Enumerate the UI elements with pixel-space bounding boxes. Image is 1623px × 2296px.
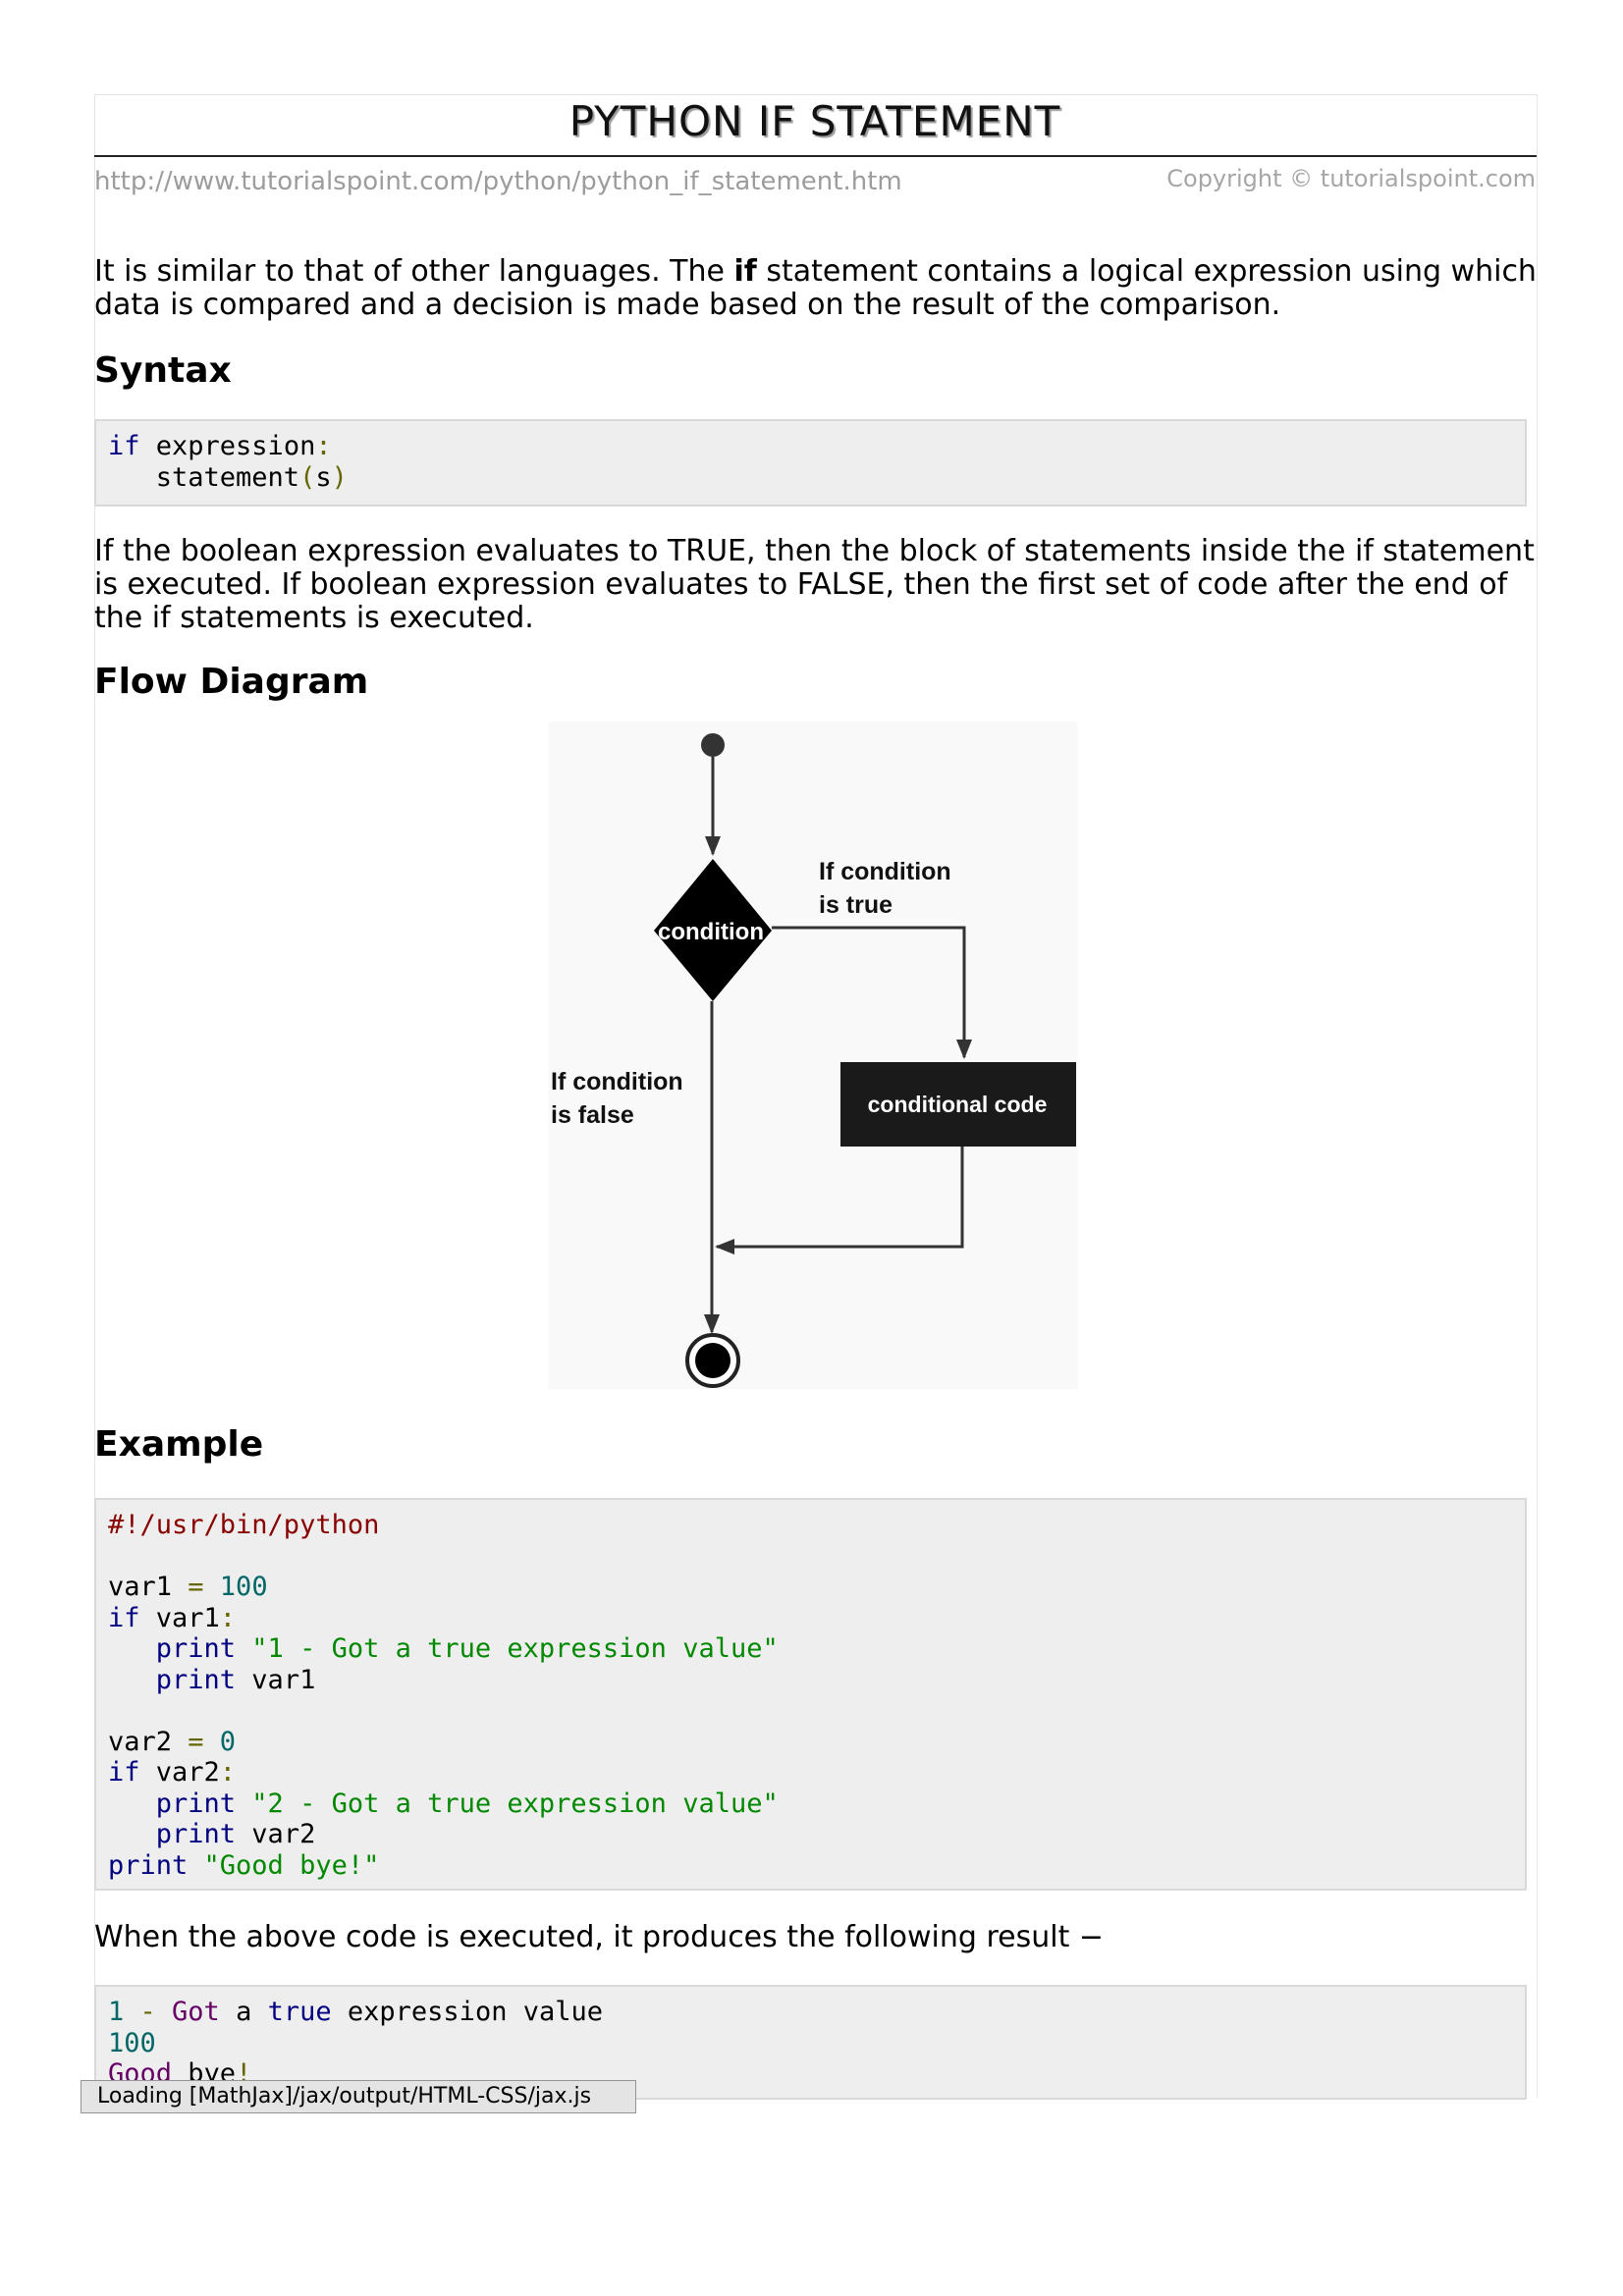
explanation-paragraph: If the boolean expression evaluates to T… (94, 534, 1535, 635)
action-box (840, 1062, 1076, 1147)
code-token: : (219, 1757, 237, 1788)
syntax-code-block: if expression: statement(s) (94, 419, 1527, 507)
true-branch-arrow (772, 926, 972, 1059)
code-token: a (219, 1997, 268, 2027)
code-line: if var1: (108, 1603, 1525, 1634)
code-line: 100 (108, 2028, 1525, 2059)
flow-diagram-heading: Flow Diagram (94, 662, 369, 702)
code-token: var2 (236, 1819, 316, 1849)
code-token: "Good bye!" (188, 1849, 380, 1881)
false-label-line1: If condition (551, 1068, 683, 1095)
code-line: var1 = 100 (108, 1572, 1525, 1603)
code-token: ( (299, 461, 316, 493)
merge-arrow (715, 1147, 964, 1255)
code-token: = (188, 1726, 204, 1757)
code-token: 100 (203, 1572, 268, 1602)
intro-keyword: if (733, 254, 757, 289)
intro-paragraph: It is similar to that of other languages… (94, 255, 1538, 322)
decision-diamond (654, 859, 772, 1001)
code-line: print var2 (108, 1819, 1525, 1850)
result-intro-paragraph: When the above code is executed, it prod… (94, 1920, 1105, 1954)
start-node (701, 733, 725, 757)
code-line (108, 1695, 1525, 1727)
code-token: "1 - Got a true expression value" (236, 1633, 779, 1664)
code-line: if expression: (108, 431, 1525, 462)
code-line: statement(s) (108, 462, 1525, 494)
code-line: print "Good bye!" (108, 1850, 1525, 1882)
code-line: print "1 - Got a true expression value" (108, 1633, 1525, 1665)
code-token: - (124, 1997, 173, 2027)
code-token: var1 (139, 1602, 220, 1633)
mathjax-loading-status: Loading [MathJax]/jax/output/HTML-CSS/ja… (81, 2080, 636, 2113)
code-line: #!/usr/bin/python (108, 1510, 1525, 1541)
code-token: print (108, 1633, 237, 1664)
code-token: true (267, 1997, 332, 2027)
code-line: if var2: (108, 1757, 1525, 1789)
code-token: print (108, 1849, 189, 1881)
code-token: if (108, 431, 140, 461)
code-token: : (219, 1602, 237, 1633)
decision-label: condition (658, 919, 764, 945)
source-url-link[interactable]: http://www.tutorialspoint.com/python/pyt… (94, 167, 902, 196)
code-line: print var1 (108, 1665, 1525, 1696)
syntax-heading: Syntax (94, 350, 232, 391)
code-token: var1 (236, 1664, 316, 1695)
code-token: "2 - Got a true expression value" (236, 1788, 779, 1819)
code-token: var2 (108, 1726, 189, 1757)
code-token: expression value (331, 1997, 603, 2027)
code-token: #!/usr/bin/python (108, 1510, 380, 1540)
intro-text-after: statement contains a logical expression … (94, 254, 1537, 322)
action-label: conditional code (868, 1092, 1048, 1117)
code-line: var2 = 0 (108, 1727, 1525, 1758)
code-token: ) (331, 461, 348, 493)
code-token: 0 (203, 1726, 237, 1757)
code-token: if (108, 1757, 140, 1788)
code-token: 100 (108, 2027, 156, 2058)
copyright-notice: Copyright © tutorialspoint.com (1166, 165, 1536, 192)
code-token: print (108, 1819, 237, 1849)
code-token: 1 (108, 1997, 125, 2027)
code-token: print (108, 1788, 237, 1819)
flow-diagram: condition If condition is true condition… (548, 721, 1078, 1389)
example-heading: Example (94, 1424, 264, 1465)
code-token: print (108, 1664, 237, 1695)
code-token: expression (139, 431, 316, 461)
true-label-line2: is true (819, 891, 893, 919)
code-token: s (315, 461, 332, 493)
code-line: print "2 - Got a true expression value" (108, 1789, 1525, 1820)
code-token: : (315, 431, 332, 461)
title-divider (94, 155, 1537, 157)
page-frame (94, 94, 1538, 2098)
code-token: = (188, 1572, 204, 1602)
code-token: var2 (139, 1757, 220, 1788)
true-label-line1: If condition (819, 858, 951, 885)
code-line (108, 1541, 1525, 1573)
flow-diagram-svg: condition If condition is true condition… (551, 733, 1076, 1388)
code-token: statement (108, 461, 300, 493)
end-node-core (695, 1343, 730, 1378)
code-token: if (108, 1602, 140, 1633)
code-token: Got (172, 1997, 220, 2027)
page-title: PYTHON IF STATEMENT (568, 97, 1061, 145)
code-token: var1 (108, 1572, 189, 1602)
code-line: 1 - Got a true expression value (108, 1997, 1525, 2028)
intro-text-before: It is similar to that of other languages… (94, 254, 734, 289)
false-label-line2: is false (551, 1101, 634, 1129)
